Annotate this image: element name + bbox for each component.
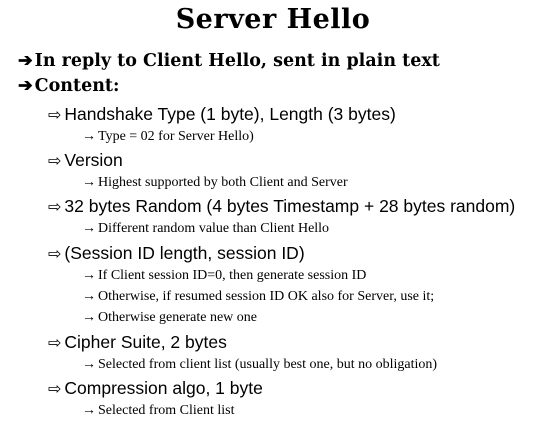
detail-text: Otherwise, if resumed session ID OK also… bbox=[98, 289, 435, 304]
detail-text: Highest supported by both Client and Ser… bbox=[98, 175, 348, 190]
item-text: Handshake Type (1 byte), Length (3 bytes… bbox=[64, 104, 396, 124]
bold-right-arrow-icon: ➔ bbox=[18, 76, 33, 96]
hollow-right-arrow-icon: ⇨ bbox=[48, 199, 62, 216]
detail-session-else: →Otherwise generate new one bbox=[82, 310, 257, 326]
right-arrow-icon: → bbox=[82, 310, 96, 325]
detail-text: Otherwise generate new one bbox=[98, 310, 257, 325]
hollow-right-arrow-icon: ⇨ bbox=[48, 381, 62, 398]
item-text: (Session ID length, session ID) bbox=[64, 243, 305, 263]
detail-cipher: →Selected from client list (usually best… bbox=[82, 357, 437, 373]
item-session-id: ⇨(Session ID length, session ID) bbox=[48, 243, 305, 264]
item-cipher-suite: ⇨Cipher Suite, 2 bytes bbox=[48, 332, 227, 353]
item-text: Cipher Suite, 2 bytes bbox=[64, 332, 227, 352]
hollow-right-arrow-icon: ⇨ bbox=[48, 335, 62, 352]
detail-text: Selected from client list (usually best … bbox=[98, 357, 438, 372]
right-arrow-icon: → bbox=[82, 268, 96, 283]
right-arrow-icon: → bbox=[82, 221, 96, 236]
bullet-text: In reply to Client Hello, sent in plain … bbox=[34, 51, 440, 71]
detail-text: Type = 02 for Server Hello) bbox=[98, 129, 254, 144]
right-arrow-icon: → bbox=[82, 403, 96, 418]
hollow-right-arrow-icon: ⇨ bbox=[48, 246, 62, 263]
detail-session-resume: →Otherwise, if resumed session ID OK als… bbox=[82, 289, 434, 305]
detail-random: →Different random value than Client Hell… bbox=[82, 221, 329, 237]
right-arrow-icon: → bbox=[82, 289, 96, 304]
item-handshake-type: ⇨Handshake Type (1 byte), Length (3 byte… bbox=[48, 104, 396, 125]
bullet-reply: ➔In reply to Client Hello, sent in plain… bbox=[18, 51, 440, 71]
detail-text: If Client session ID=0, then generate se… bbox=[98, 268, 367, 283]
bold-right-arrow-icon: ➔ bbox=[18, 51, 33, 71]
item-random: ⇨32 bytes Random (4 bytes Timestamp + 28… bbox=[48, 196, 515, 217]
item-version: ⇨Version bbox=[48, 150, 123, 171]
right-arrow-icon: → bbox=[82, 357, 96, 372]
detail-session-new: →If Client session ID=0, then generate s… bbox=[82, 268, 366, 284]
slide-title: Server Hello bbox=[175, 4, 371, 35]
item-text: Compression algo, 1 byte bbox=[64, 378, 263, 398]
detail-text: Different random value than Client Hello bbox=[98, 221, 330, 236]
detail-text: Selected from Client list bbox=[98, 403, 235, 418]
item-compression: ⇨Compression algo, 1 byte bbox=[48, 378, 263, 399]
bullet-content: ➔Content: bbox=[18, 76, 119, 96]
right-arrow-icon: → bbox=[82, 129, 96, 144]
bullet-text: Content: bbox=[34, 76, 120, 96]
item-text: Version bbox=[64, 150, 123, 170]
detail-type: →Type = 02 for Server Hello) bbox=[82, 129, 254, 145]
detail-version: →Highest supported by both Client and Se… bbox=[82, 175, 348, 191]
right-arrow-icon: → bbox=[82, 175, 96, 190]
hollow-right-arrow-icon: ⇨ bbox=[48, 153, 62, 170]
detail-compression: →Selected from Client list bbox=[82, 403, 234, 419]
item-text: 32 bytes Random (4 bytes Timestamp + 28 … bbox=[64, 196, 516, 216]
hollow-right-arrow-icon: ⇨ bbox=[48, 107, 62, 124]
